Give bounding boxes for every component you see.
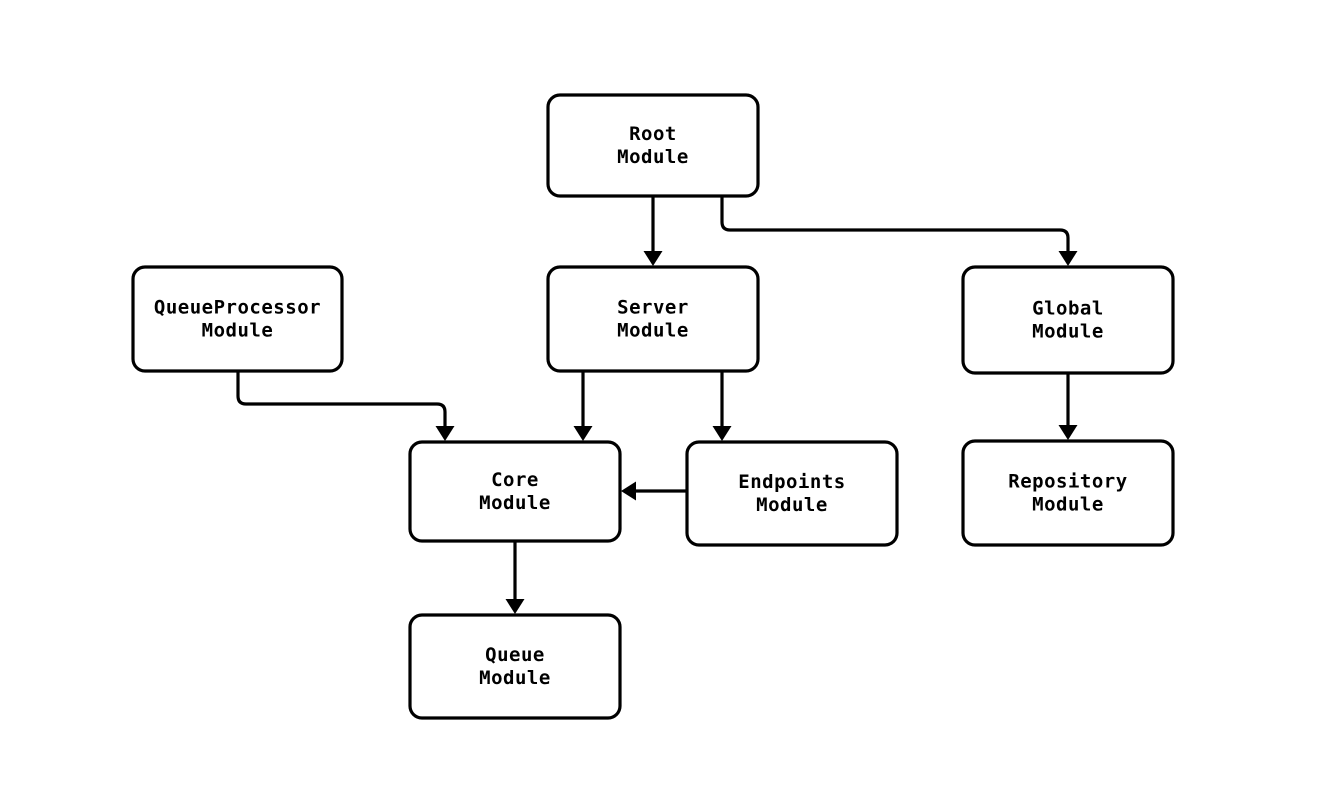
node-box-endpoints[interactable]: [685, 440, 899, 547]
node-label-line2-endpoints: Module: [756, 494, 828, 516]
edge-line: [236, 371, 447, 427]
edge-queueprocessor-to-core: [236, 371, 455, 441]
node-label-line1-server: Server: [617, 297, 689, 319]
arrow-head-icon: [712, 426, 732, 441]
node-label-line1-endpoints: Endpoints: [738, 471, 845, 493]
node-box-queueprocessor[interactable]: [131, 265, 344, 373]
node-box-queue[interactable]: [408, 613, 622, 720]
node-label-line2-queueprocessor: Module: [202, 320, 274, 342]
edge-root-to-global: [720, 196, 1078, 266]
node-box-core[interactable]: [408, 440, 622, 543]
node-label-line1-core: Core: [491, 469, 539, 491]
node-label-line1-repository: Repository: [1008, 471, 1127, 493]
arrow-head-icon: [505, 599, 525, 614]
node-label-line1-root: Root: [629, 123, 677, 145]
node-label-line2-repository: Module: [1032, 494, 1104, 516]
arrow-head-icon: [621, 481, 636, 501]
node-label-line2-core: Module: [479, 492, 551, 514]
edge-server-to-endpoints: [712, 371, 732, 441]
node-box-root[interactable]: [546, 93, 760, 198]
edge-core-to-queue: [505, 541, 525, 614]
edge-endpoints-to-core: [621, 481, 687, 501]
node-box-global[interactable]: [961, 265, 1175, 375]
node-label-line1-queue: Queue: [485, 644, 545, 666]
node-label-line2-root: Module: [617, 146, 689, 168]
node-label-line2-queue: Module: [479, 667, 551, 689]
nodes-layer: RootModuleQueueProcessorModuleServerModu…: [131, 93, 1175, 720]
edge-global-to-repository: [1058, 373, 1078, 440]
arrow-head-icon: [435, 426, 455, 441]
edges-layer: [236, 196, 1078, 614]
node-label-line2-server: Module: [617, 320, 689, 342]
edge-root-to-server: [643, 196, 663, 266]
arrow-head-icon: [573, 426, 593, 441]
arrow-head-icon: [1058, 425, 1078, 440]
node-label-line2-global: Module: [1032, 321, 1104, 343]
edge-server-to-core: [573, 371, 593, 441]
node-label-line1-queueprocessor: QueueProcessor: [154, 297, 321, 319]
arrow-head-icon: [643, 251, 663, 266]
arrow-head-icon: [1058, 251, 1078, 266]
node-box-repository[interactable]: [961, 439, 1175, 547]
node-label-line1-global: Global: [1032, 298, 1104, 320]
edge-line: [720, 196, 1070, 252]
node-box-server[interactable]: [546, 265, 760, 373]
